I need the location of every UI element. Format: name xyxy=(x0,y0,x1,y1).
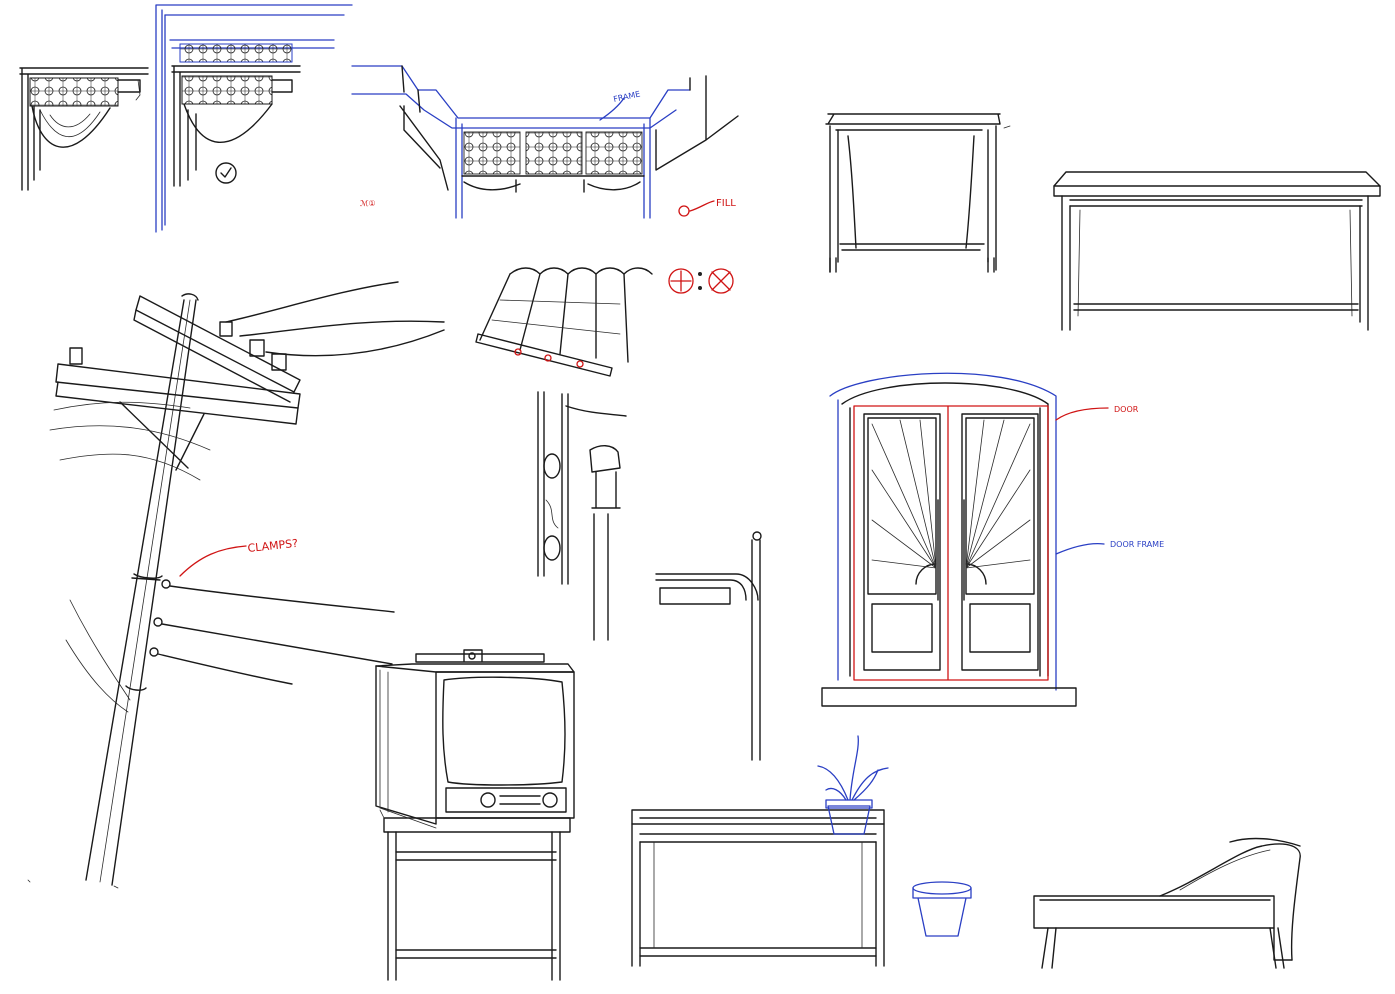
sign-post-sketch xyxy=(655,531,762,761)
railing-post-sketch xyxy=(537,391,627,641)
utility-pole-sketch xyxy=(27,281,445,889)
note-scribble-1: ℳ① xyxy=(360,199,376,208)
chaise-lounge-sketch xyxy=(1033,837,1301,969)
potted-plant-sketch xyxy=(817,735,889,835)
console-bench-sketch xyxy=(631,809,885,967)
tv-set-sketch xyxy=(375,649,575,981)
door-label: DOOR xyxy=(1114,405,1139,414)
door-frame-label: DOOR FRAME xyxy=(1110,540,1164,549)
note-scribble-2-mark xyxy=(678,205,690,217)
clamps-label: CLAMPS? xyxy=(247,537,299,555)
fill-label: FILL xyxy=(716,198,736,209)
side-table-sketch xyxy=(825,113,1011,273)
frame-label: FRAME xyxy=(613,89,642,103)
roof-tiles-sketch xyxy=(475,267,734,377)
fill-leader xyxy=(689,200,715,212)
arched-door-sketch xyxy=(821,372,1109,707)
bracket-sketch-1 xyxy=(19,67,149,191)
bracket-sketch-2 xyxy=(155,4,353,233)
long-table-sketch xyxy=(1053,171,1381,331)
ceiling-frame-sketch xyxy=(351,65,739,219)
empty-pot-sketch xyxy=(912,881,972,937)
